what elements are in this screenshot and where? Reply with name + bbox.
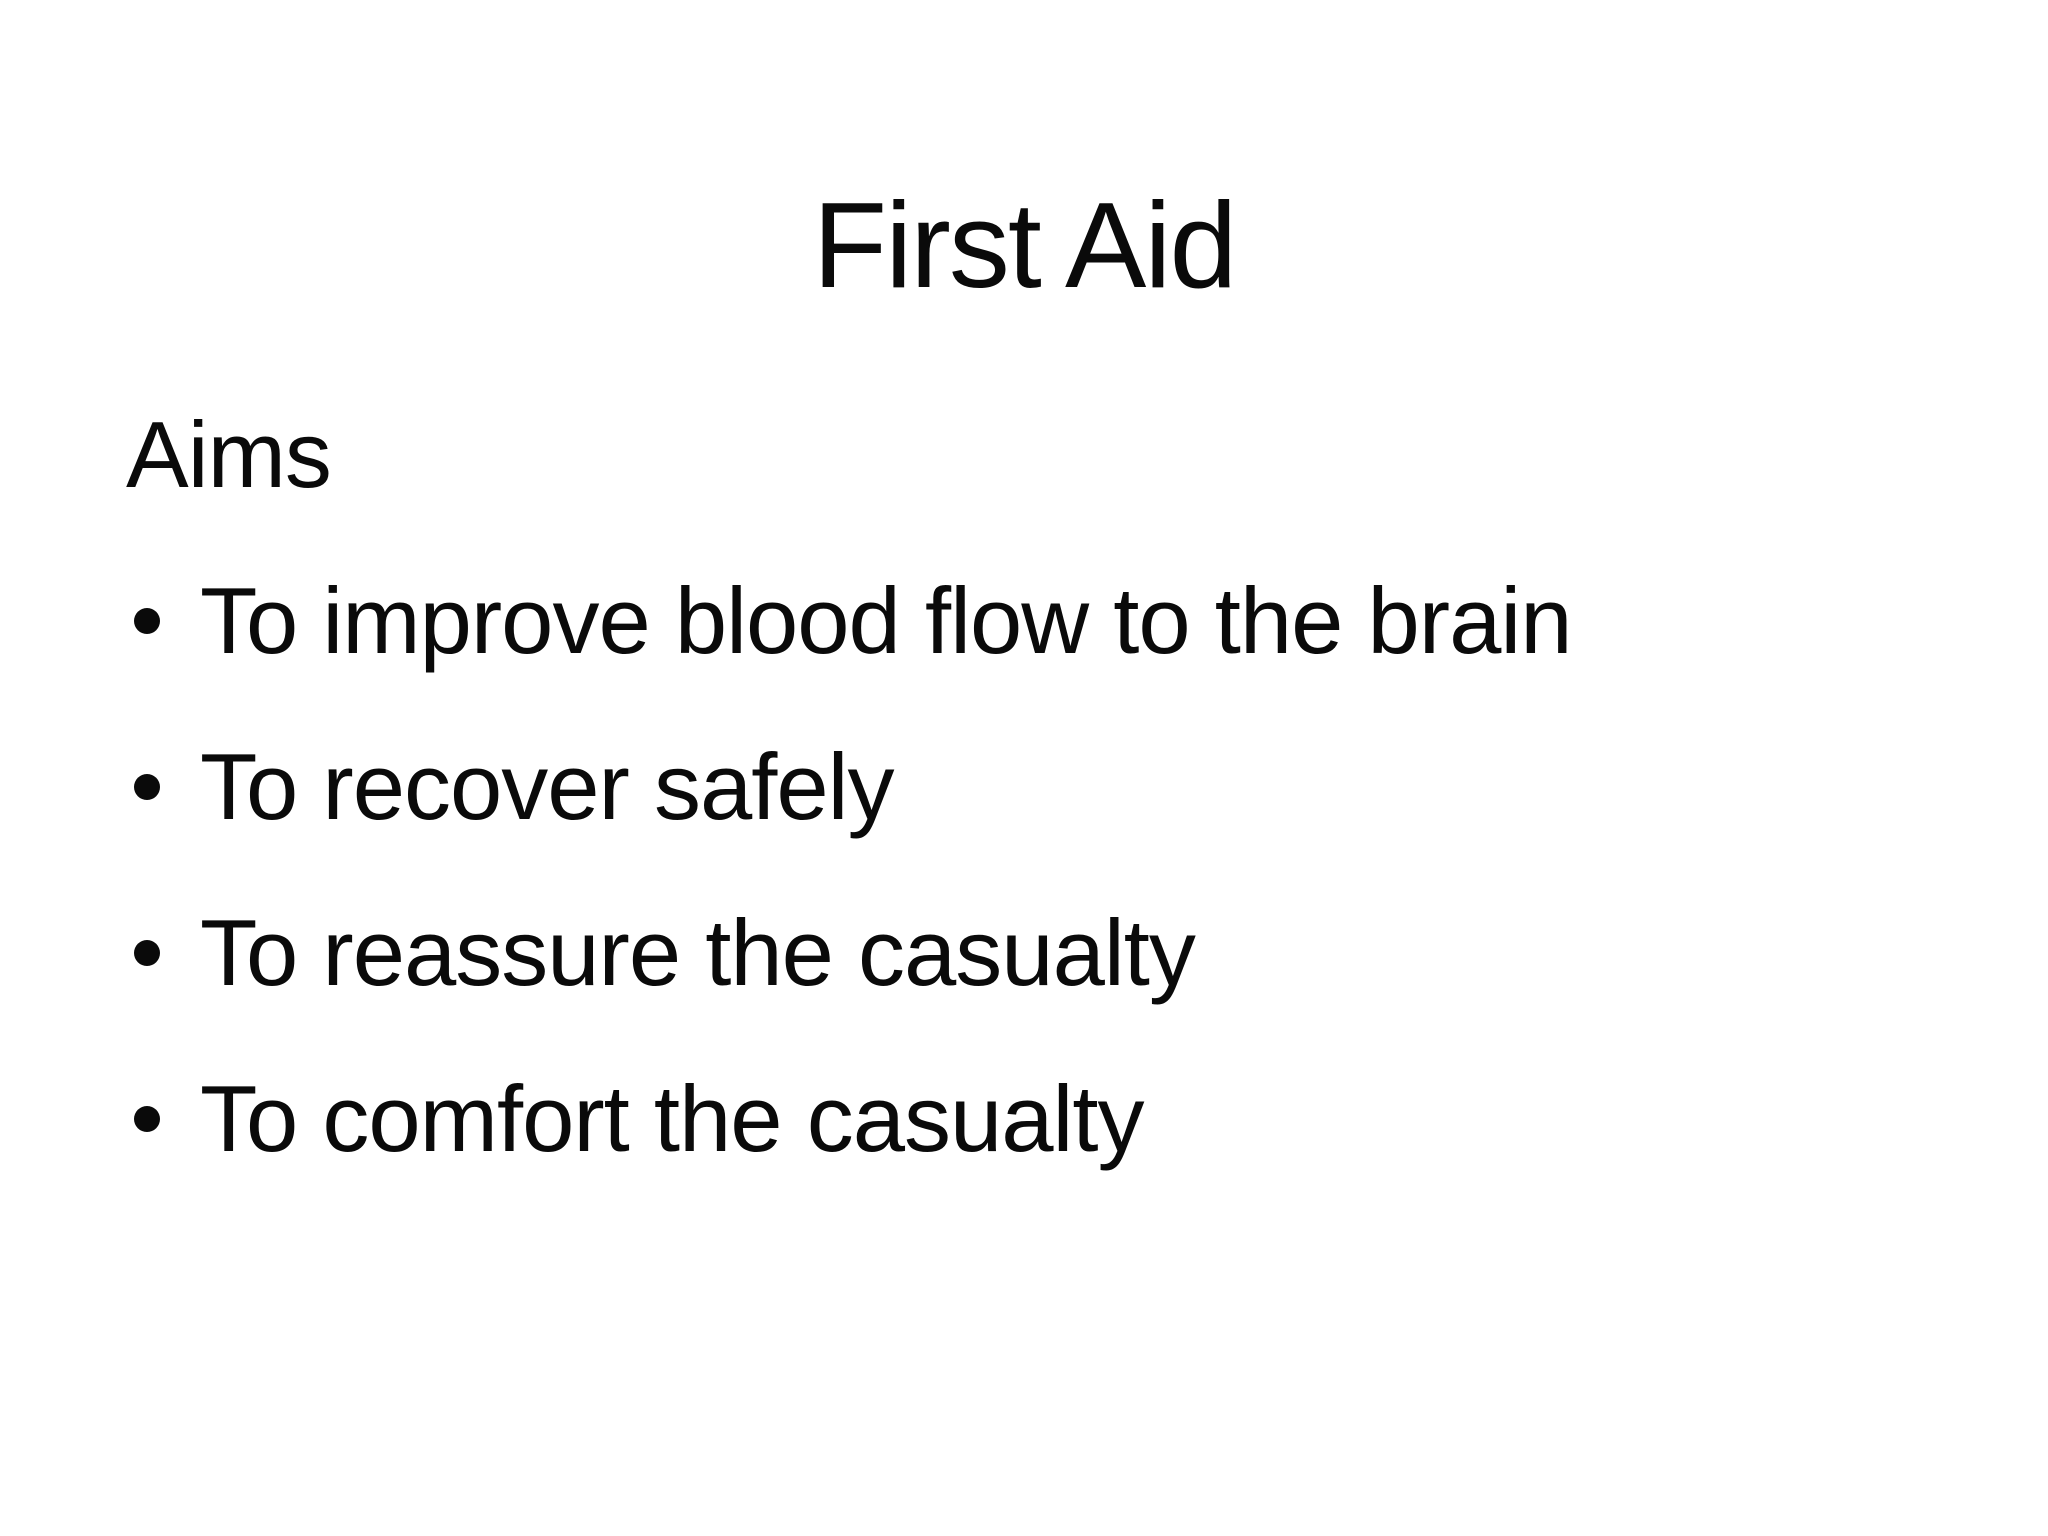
bullet-text: To improve blood flow to the brain (200, 568, 1573, 673)
bullet-icon (126, 608, 200, 634)
list-item: To recover safely (126, 704, 1988, 870)
slide-body: Aims To improve blood flow to the brain … (126, 372, 1988, 1202)
list-item: To comfort the casualty (126, 1036, 1988, 1202)
bullet-text: To recover safely (200, 734, 895, 839)
bullet-list: To improve blood flow to the brain To re… (126, 538, 1988, 1202)
slide-title: First Aid (812, 176, 1238, 313)
list-item: To reassure the casualty (126, 870, 1988, 1036)
bullet-icon (126, 1106, 200, 1132)
bullet-text: To comfort the casualty (200, 1066, 1145, 1171)
bullet-text: To reassure the casualty (200, 900, 1196, 1005)
section-label-aims: Aims (126, 402, 332, 507)
bullet-icon (126, 774, 200, 800)
list-item: To improve blood flow to the brain (126, 538, 1988, 704)
bullet-icon (126, 940, 200, 966)
